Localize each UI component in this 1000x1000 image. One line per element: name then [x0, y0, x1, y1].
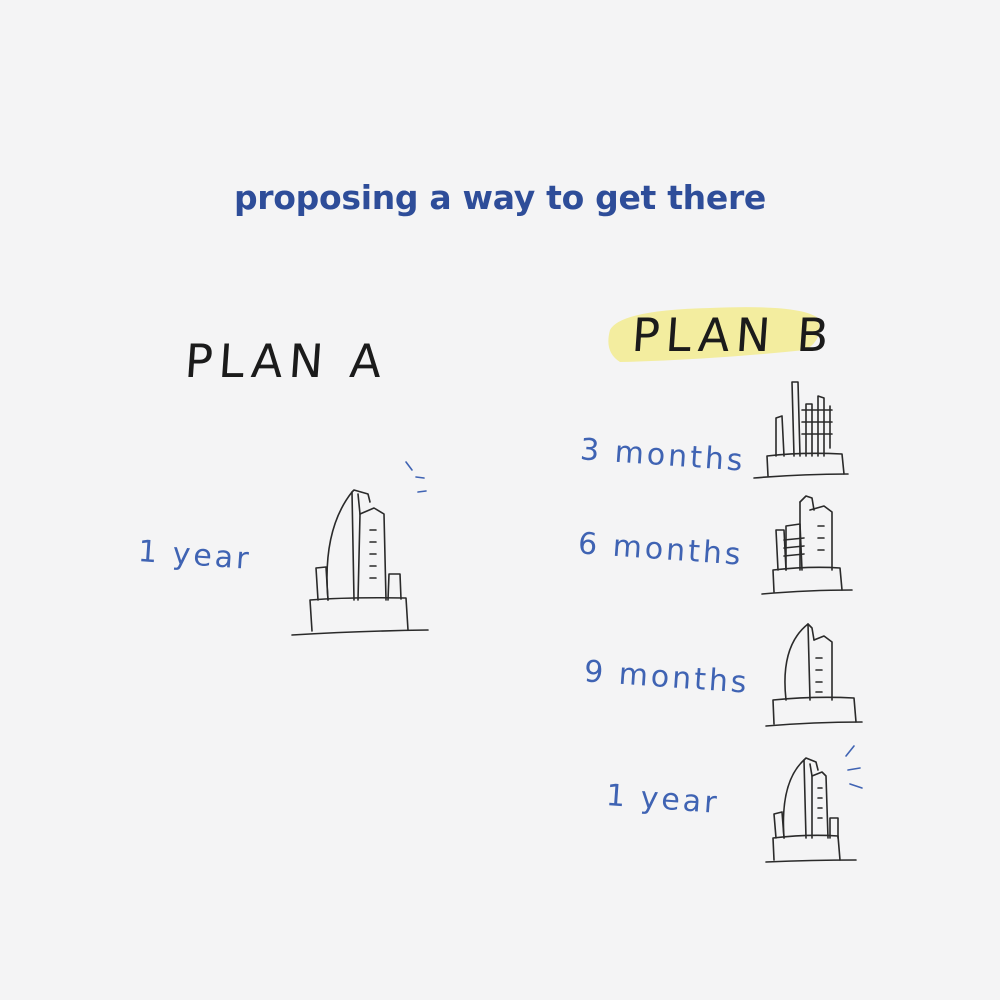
page-title: proposing a way to get there [233, 178, 767, 217]
plan-a-label: PLAN A [183, 334, 390, 388]
partial-building-sketch-icon [761, 495, 853, 595]
plan-b-step-3-duration: 9 months [582, 654, 751, 701]
near-complete-building-sketch-icon [765, 623, 863, 727]
complete-building-sketch-icon [765, 745, 863, 863]
plan-b-highlight [608, 307, 820, 362]
plan-b-step-2-duration: 6 months [576, 526, 745, 573]
scaffold-building-sketch-icon [753, 381, 849, 479]
plan-a-step-duration: 1 year [136, 534, 253, 577]
plan-b-label: PLAN B [630, 308, 837, 362]
plan-b-step-4-duration: 1 year [604, 778, 721, 821]
complete-building-sketch-icon [291, 461, 429, 636]
plan-b-step-1-duration: 3 months [578, 432, 747, 479]
